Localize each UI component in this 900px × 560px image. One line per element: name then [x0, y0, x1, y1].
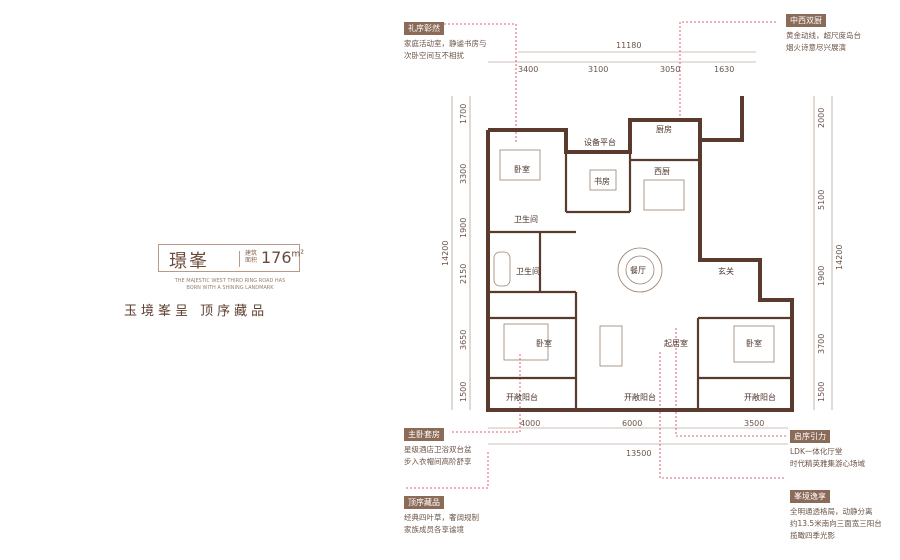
note-title-top-right: 中西双厨 [786, 14, 826, 27]
room-kitchen: 厨房 [656, 124, 672, 134]
exterior-walls [486, 96, 794, 412]
note-title-bot-right: 峯境逸享 [790, 490, 830, 503]
dim-bottom-total: 13500 [626, 449, 651, 458]
dim-right-5: 1500 [817, 382, 826, 402]
interior-walls [488, 152, 792, 410]
room-balcony-1: 开敞阳台 [506, 392, 538, 402]
room-entry: 玄关 [718, 266, 734, 276]
leader-lines [406, 21, 786, 489]
area-value: 176m² [261, 248, 304, 267]
note-title-top-left: 礼序彰然 [404, 22, 444, 35]
room-balcony-3: 开敞阳台 [744, 392, 776, 402]
dim-top-1: 3400 [518, 65, 538, 74]
dim-bottom-1: 4000 [520, 419, 540, 428]
title-box: 璟峯 建筑面积 176m² [158, 244, 304, 272]
title-divider [239, 251, 240, 267]
dim-left-3: 1900 [459, 218, 468, 238]
room-dining: 餐厅 [630, 266, 646, 275]
dim-top-4: 1630 [714, 65, 734, 74]
dim-left-total: 14200 [441, 241, 450, 266]
room-equipment: 设备平台 [584, 137, 616, 147]
dim-left-1: 1700 [459, 104, 468, 124]
area-tag: 建筑面积 [245, 250, 258, 264]
dim-top-total: 11180 [616, 41, 641, 50]
note-text-mid-left: 星级酒店卫浴双台盆步入衣帽间高阶舒享 [404, 445, 472, 466]
room-living: 起居室 [664, 338, 688, 348]
room-bedroom-master: 卧室 [536, 338, 552, 348]
note-text-bot-right: 全明通透格局，动静分离约13.5米南向三面宽三阳台揽瞰四季光影 [790, 507, 882, 540]
note-text-top-right: 黄金动线，超尺度岛台烟火诗意尽兴展演 [786, 31, 861, 52]
room-bath-master: 卫生间 [516, 266, 540, 276]
dimension-lines [451, 51, 833, 445]
dim-right-3: 1900 [817, 266, 826, 286]
room-bedroom-nw: 卧室 [514, 164, 530, 174]
note-text-mid-right: LDK一体化厅堂时代精英雅集游心场域 [790, 447, 865, 468]
dim-right-total: 14200 [835, 245, 844, 270]
note-text-bot-left: 经典四叶草，奢阔规制家族成员各享谧境 [404, 513, 479, 534]
dim-right-4: 3700 [817, 334, 826, 354]
dim-right-1: 2000 [817, 108, 826, 128]
room-bedroom-e: 卧室 [746, 338, 762, 348]
dim-left-4: 2150 [459, 264, 468, 284]
dim-top-2: 3100 [588, 65, 608, 74]
slogan: 玉境峯呈 顶序藏品 [124, 304, 269, 319]
unit-name: 璟峯 [169, 251, 209, 272]
room-balcony-2: 开敞阳台 [624, 392, 656, 402]
dim-left-2: 3300 [459, 164, 468, 184]
dim-left-6: 1500 [459, 382, 468, 402]
dim-bottom-3: 3500 [744, 419, 764, 428]
note-title-mid-right: 启序引力 [790, 430, 830, 443]
furniture [493, 149, 775, 367]
note-text-top-left: 家庭活动室，静谧书房与次卧空间互不相扰 [404, 39, 487, 60]
room-bath-small: 卫生间 [514, 214, 538, 224]
dim-bottom-2: 6000 [622, 419, 642, 428]
room-west-kitchen: 西厨 [654, 167, 670, 176]
note-title-mid-left: 主卧套房 [404, 428, 444, 441]
note-title-bot-left: 顶序藏品 [404, 496, 444, 509]
room-study: 书房 [594, 176, 610, 186]
english-subtitle: THE MAJESTIC WEST THIRD RING ROAD HAS BO… [174, 278, 286, 291]
dim-left-5: 3650 [459, 330, 468, 350]
dim-top-3: 3050 [660, 65, 680, 74]
dim-right-2: 5100 [817, 190, 826, 210]
